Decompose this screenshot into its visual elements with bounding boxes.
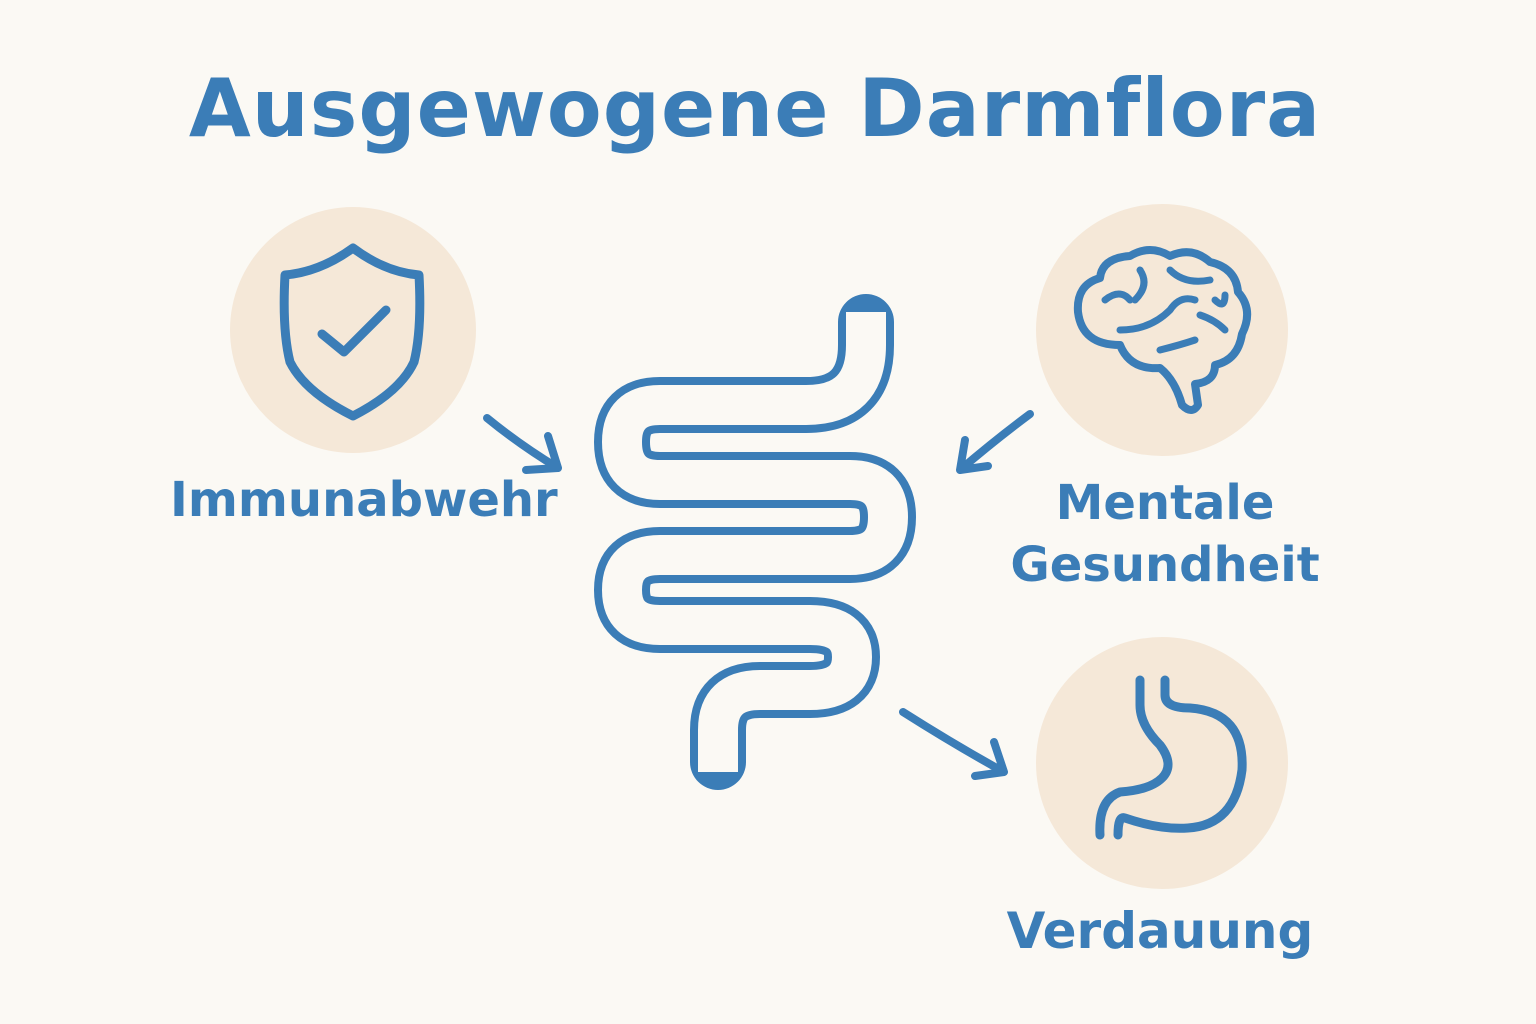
immune-circle [230, 207, 476, 453]
label-mental-health: Mentale Gesundheit [1000, 472, 1330, 596]
arrow-icon [483, 414, 562, 474]
brain-circle [1036, 204, 1288, 456]
arrow-icon [956, 410, 1034, 474]
stomach-icon [1095, 675, 1247, 840]
intestine-icon [594, 294, 916, 790]
label-digestion: Verdauung [1006, 902, 1314, 960]
label-mental-line2: Gesundheit [1010, 537, 1320, 593]
label-immune-defense: Immunabwehr [170, 472, 558, 528]
brain-icon [1073, 246, 1252, 414]
arrow-icon [899, 708, 1008, 780]
page-title: Ausgewogene Darmflora [188, 62, 1322, 155]
label-mental-line1: Mentale [1055, 475, 1275, 531]
stomach-circle [1036, 637, 1288, 889]
shield-check-icon [279, 243, 425, 421]
